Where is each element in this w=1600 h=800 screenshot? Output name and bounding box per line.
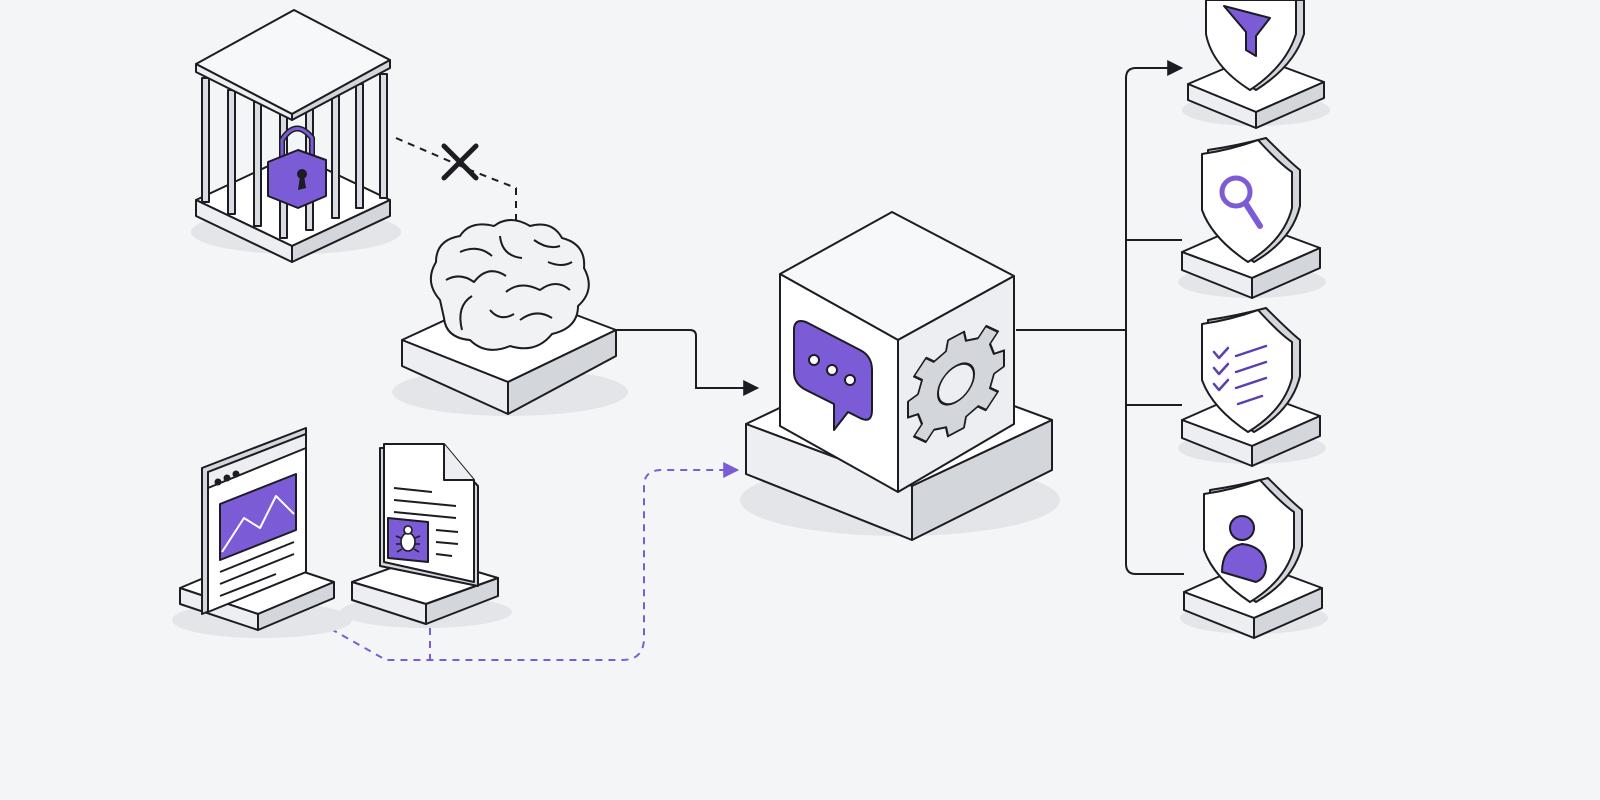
- magnifier-icon: [1219, 175, 1263, 229]
- blocked-connector: [395, 137, 517, 220]
- guard-filter: [1182, 0, 1330, 129]
- bug-icon: [395, 525, 421, 553]
- inputs-to-core-connector: [307, 462, 740, 661]
- checklist-icon: [1212, 344, 1268, 406]
- connectors: [307, 60, 1184, 661]
- brain-icon: [429, 219, 590, 351]
- padlock-icon: [267, 125, 327, 209]
- chat-bubble-icon: [793, 320, 873, 431]
- sandbox-cage: [191, 9, 401, 263]
- browser-image-icon: [201, 427, 307, 615]
- assistant-core: [740, 211, 1060, 541]
- user-icon: [1221, 515, 1267, 583]
- gear-icon: [907, 324, 1005, 444]
- document-bug-icon: [379, 443, 479, 587]
- model-to-core-connector: [616, 329, 760, 396]
- image-placeholder: [219, 473, 297, 561]
- blocked-x-icon: [441, 143, 479, 181]
- guard-inspect: [1178, 137, 1326, 299]
- guard-identity: [1180, 477, 1328, 639]
- funnel-icon: [1223, 5, 1271, 57]
- guard-checklist: [1178, 307, 1326, 467]
- guard-bus: [1125, 67, 1184, 575]
